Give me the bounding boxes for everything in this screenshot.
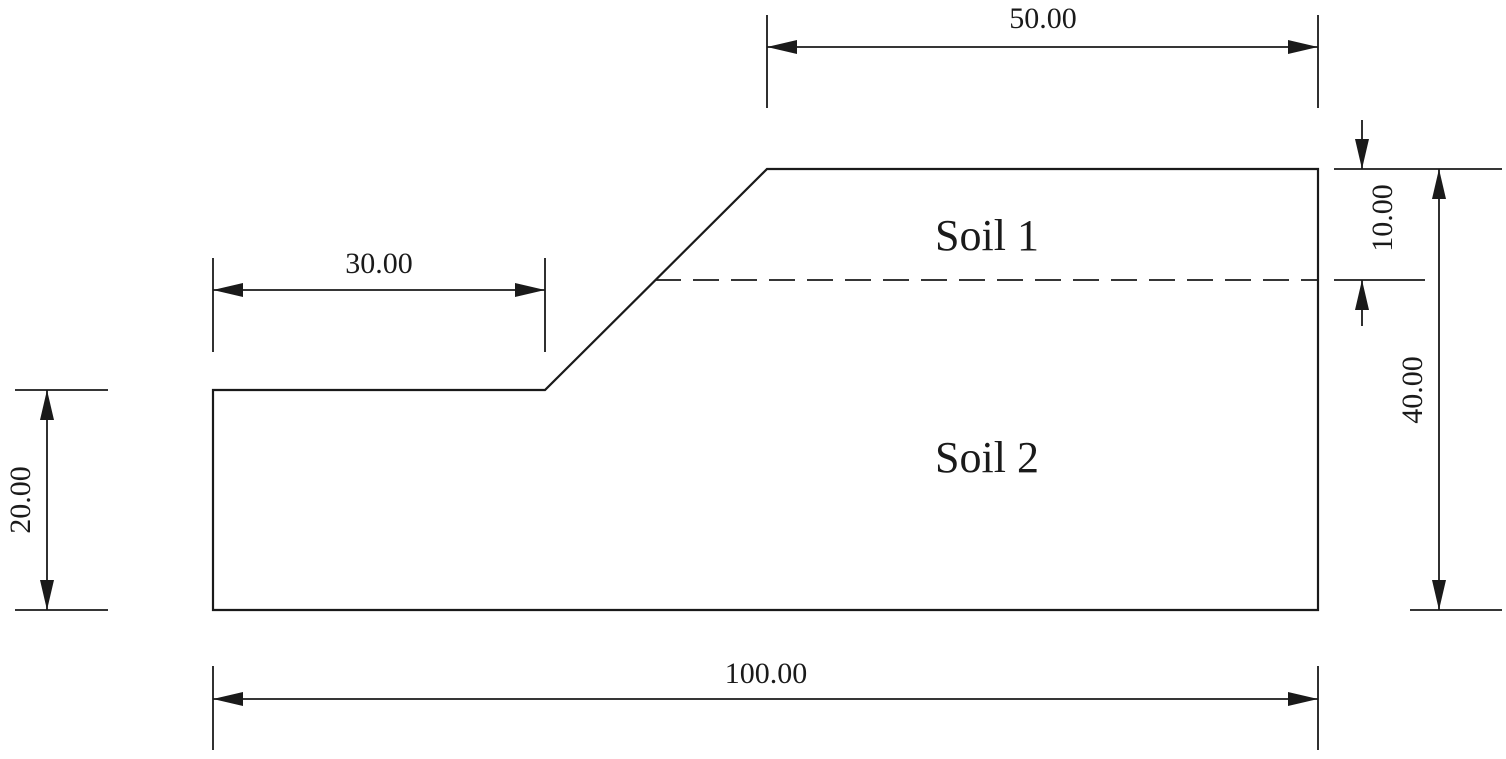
soil-1-thickness-dimension: 10.00 [1334, 120, 1425, 326]
crest-width-dimension: 50.00 [766, 2, 1319, 108]
soil-2-label: Soil 2 [935, 433, 1039, 482]
toe-height-label: 20.00 [4, 466, 37, 534]
soil-1-label: Soil 1 [935, 211, 1039, 260]
toe-width-dimension: 30.00 [212, 247, 546, 352]
toe-width-label: 30.00 [345, 247, 413, 280]
toe-height-dimension: 20.00 [4, 389, 108, 611]
slope-outline [211, 167, 1320, 612]
crest-width-label: 50.00 [1009, 2, 1077, 35]
total-width-dimension: 100.00 [212, 657, 1319, 750]
total-height-label: 40.00 [1396, 356, 1429, 424]
total-height-dimension: 40.00 [1334, 168, 1502, 611]
total-width-label: 100.00 [725, 657, 808, 690]
soil-1-thickness-label: 10.00 [1366, 184, 1399, 252]
